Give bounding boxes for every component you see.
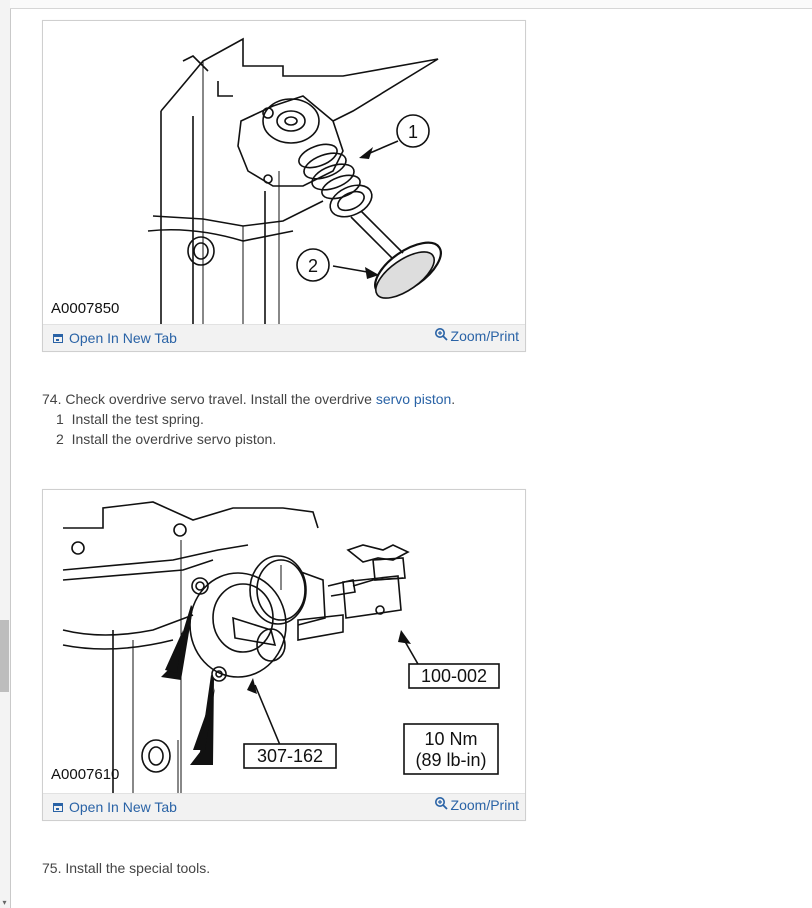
zoom-icon xyxy=(434,328,448,341)
dial-indicator-illustration: 100-002 307-162 10 Nm (89 lb-in) xyxy=(62,501,500,793)
figure-servo-travel-check: 100-002 307-162 10 Nm (89 lb-in) A000761… xyxy=(42,489,526,821)
svg-text:10 Nm: 10 Nm xyxy=(424,729,477,749)
zoom-print-link[interactable]: Zoom/Print xyxy=(434,797,519,813)
scroll-down-arrow-icon[interactable]: ▾ xyxy=(2,898,7,907)
svg-text:100-002: 100-002 xyxy=(421,666,487,686)
servo-piston-illustration: 1 2 xyxy=(147,37,442,324)
step-75-text: 75. Install the special tools. xyxy=(42,860,211,876)
top-divider xyxy=(10,0,812,9)
torque-spec-box: 10 Nm (89 lb-in) xyxy=(403,723,499,775)
new-tab-icon xyxy=(53,802,63,812)
left-scrollbar[interactable]: ▾ xyxy=(0,0,11,908)
open-in-new-tab-link[interactable]: Open In New Tab xyxy=(53,330,177,346)
figure-toolbar: Open In New Tab Zoom/Print xyxy=(43,793,525,820)
figure-servo-piston: 1 2 A0007850 Open In New Tab Zoom/Print xyxy=(42,20,526,352)
tool-label-307-162: 307-162 xyxy=(243,743,337,769)
step-74-text: 74. Check overdrive servo travel. Instal… xyxy=(42,391,456,407)
figure-id: A0007850 xyxy=(51,300,120,317)
servo-piston-link[interactable]: servo piston xyxy=(375,391,452,407)
substep-2: 2 Install the overdrive servo piston. xyxy=(56,431,277,447)
zoom-icon xyxy=(434,797,448,810)
tool-label-100-002: 100-002 xyxy=(408,663,500,689)
callout-2: 2 xyxy=(296,248,330,282)
zoom-label: Zoom/Print xyxy=(450,328,519,344)
callout-1: 1 xyxy=(396,114,430,148)
substep-1: 1 Install the test spring. xyxy=(56,411,204,427)
svg-text:(89 lb-in): (89 lb-in) xyxy=(415,750,486,770)
svg-text:2: 2 xyxy=(308,256,318,276)
open-in-new-tab-link[interactable]: Open In New Tab xyxy=(53,799,177,815)
svg-text:1: 1 xyxy=(408,122,418,142)
figure-id: A0007610 xyxy=(51,766,120,783)
open-tab-label: Open In New Tab xyxy=(69,330,177,346)
figure-toolbar: Open In New Tab Zoom/Print xyxy=(43,324,525,351)
new-tab-icon xyxy=(53,333,63,343)
svg-text:307-162: 307-162 xyxy=(257,746,323,766)
zoom-print-link[interactable]: Zoom/Print xyxy=(434,328,519,344)
open-tab-label: Open In New Tab xyxy=(69,799,177,815)
zoom-label: Zoom/Print xyxy=(450,797,519,813)
scrollbar-thumb[interactable] xyxy=(0,620,9,692)
